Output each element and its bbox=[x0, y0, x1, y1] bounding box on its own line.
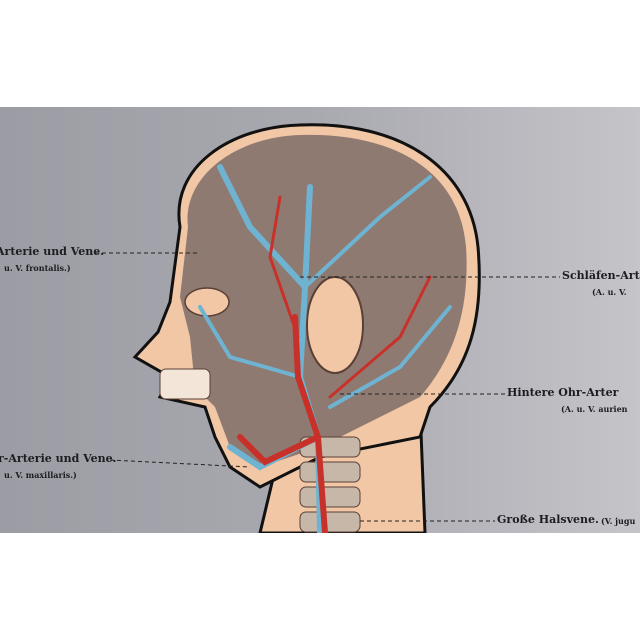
label-jugular-latin: (V. jugu bbox=[601, 516, 636, 526]
label-temporal-latin: (A. u. V. bbox=[592, 287, 627, 297]
anatomical-wall-chart: Arterie und Vene. u. V. frontalis.) r-Ar… bbox=[0, 107, 640, 533]
label-jugular: Große Halsvene. bbox=[497, 513, 599, 526]
label-auricular-latin: (A. u. V. aurien bbox=[561, 404, 628, 414]
teeth bbox=[159, 368, 211, 400]
label-auricular: Hintere Ohr-Arter bbox=[507, 386, 619, 399]
label-frontal-latin: u. V. frontalis.) bbox=[4, 263, 71, 273]
arteries bbox=[237, 195, 432, 533]
label-maxillar: r-Arterie und Vene. bbox=[0, 452, 117, 465]
label-frontal: Arterie und Vene. bbox=[0, 245, 105, 258]
label-temporal: Schläfen-Arte bbox=[562, 269, 640, 282]
eye bbox=[184, 287, 230, 317]
label-maxillar-latin: u. V. maxillaris.) bbox=[4, 470, 77, 480]
ear bbox=[306, 276, 364, 374]
leader-lines bbox=[95, 252, 560, 522]
head-illustration bbox=[95, 123, 560, 533]
spine bbox=[299, 436, 361, 533]
